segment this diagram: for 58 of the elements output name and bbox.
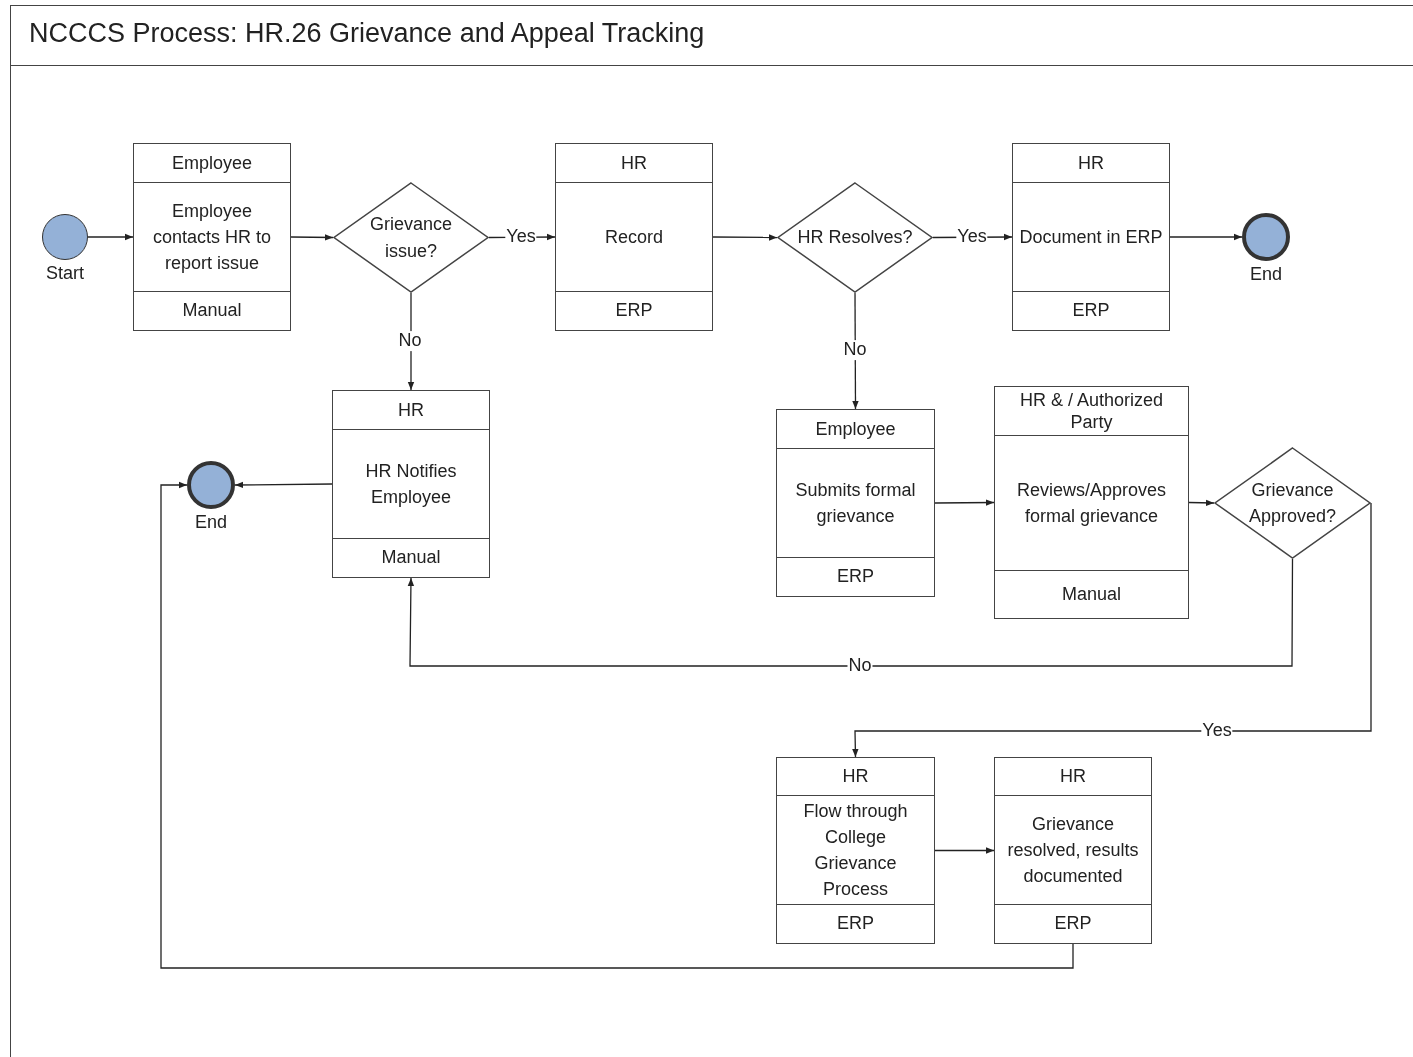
decision-diamond: [1214, 447, 1371, 559]
task-box: [332, 390, 490, 578]
system-label: ERP: [1054, 912, 1092, 935]
system-label: Manual: [182, 299, 242, 322]
task-text: Document in ERP: [1019, 225, 1163, 249]
task-text: Record: [605, 225, 663, 249]
decision-diamond: [333, 182, 489, 293]
task-box: [994, 757, 1152, 944]
task-text: Reviews/Approves formal grievance: [1015, 478, 1168, 528]
system-label: ERP: [615, 299, 653, 322]
role-header: Employee: [171, 151, 252, 175]
system-label: Manual: [1061, 582, 1121, 606]
end-event-circle: [1242, 213, 1290, 261]
title: NCCCS Process: HR.26 Grievance and Appeal Tracking: [29, 18, 705, 49]
task-box: [994, 386, 1189, 619]
system-label: ERP: [837, 912, 874, 935]
end-event-circle: [187, 461, 235, 509]
task-text: Submits formal grievance: [794, 478, 917, 528]
role-header: HR: [1060, 765, 1086, 788]
event-label: End: [195, 512, 227, 533]
connector-arrow: [934, 499, 995, 506]
task-box: [776, 757, 935, 944]
task-box: [555, 143, 713, 331]
connector-arrow: [852, 502, 1372, 758]
start-event-circle: [42, 214, 88, 260]
system-label: ERP: [1072, 299, 1110, 322]
role-header: HR: [398, 398, 424, 422]
decision-text: HR Resolves?: [797, 226, 913, 250]
system-label: ERP: [837, 565, 874, 588]
task-text: Grievance resolved, results documented: [1006, 812, 1140, 889]
task-box: [1012, 143, 1170, 331]
connector-arrow: [407, 558, 1294, 667]
decision-text: Grievance Approved?: [1247, 478, 1338, 528]
task-box: [133, 143, 291, 331]
task-box: [776, 409, 935, 597]
decision-text: Grievance issue?: [368, 213, 453, 263]
connector-arrow: [87, 233, 134, 241]
edge-label: No: [842, 340, 868, 360]
connector-arrow: [1188, 499, 1215, 507]
connector-arrow: [160, 481, 1074, 969]
connector-arrow: [290, 234, 334, 241]
event-label: End: [1250, 264, 1282, 285]
connector-arrow: [234, 481, 333, 489]
edge-label: No: [397, 331, 423, 351]
decision-diamond: [777, 182, 933, 293]
connector-arrow: [1169, 233, 1243, 241]
event-label: Start: [46, 263, 84, 284]
task-text: Employee contacts HR to report issue: [151, 199, 272, 276]
connector-arrow: [712, 234, 778, 241]
role-header: HR & / Authorized Party: [1018, 388, 1165, 434]
role-header: HR: [1078, 151, 1104, 175]
task-text: HR Notifies Employee: [364, 459, 458, 509]
system-label: Manual: [381, 546, 441, 569]
connector-arrow: [934, 847, 995, 854]
role-header: HR: [842, 765, 869, 788]
role-header: Employee: [815, 417, 896, 441]
role-header: HR: [621, 151, 647, 175]
task-text: Flow through College Grievance Process: [802, 799, 909, 902]
